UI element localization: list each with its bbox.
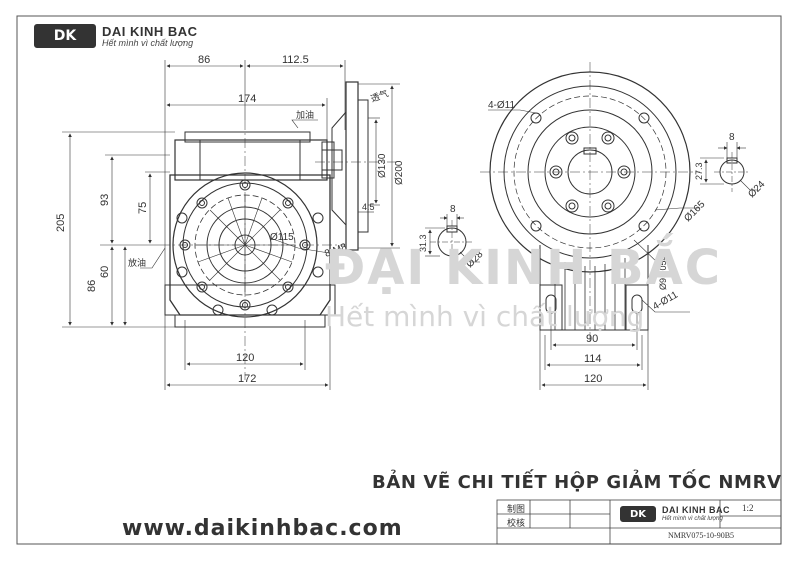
title-block-scale: 1:2 — [742, 503, 754, 513]
dim-75: 75 — [137, 202, 149, 214]
dim-31-3: 31.3 — [418, 234, 428, 252]
dim-27-3: 27.3 — [694, 162, 704, 180]
title-block-drawing-number: NMRV075-10-90B5 — [668, 531, 735, 540]
front-dimension-lines — [62, 60, 346, 390]
label-oil-fill: 加油 — [296, 109, 314, 120]
title-block — [496, 499, 782, 545]
dim-93: 93 — [99, 194, 111, 206]
dim-112-5: 112.5 — [282, 54, 309, 66]
side-view — [315, 81, 400, 251]
side-dimension-lines — [345, 83, 400, 249]
dim-172: 172 — [238, 373, 256, 385]
brand-slogan: Hết mình vì chất lượng — [102, 37, 194, 48]
dim-120-front: 120 — [236, 352, 254, 364]
title-block-row2-label: 校核 — [507, 518, 526, 528]
dim-d200: Ø200 — [394, 160, 405, 185]
title-block-logo: DK DAI KINH BAC Hết mình vì chất lượng — [620, 506, 730, 522]
dim-174: 174 — [238, 93, 256, 105]
shaft-key-detail — [430, 220, 474, 265]
brand-logo: DK DAI KINH BAC Hết mình vì chất lượng — [34, 24, 198, 48]
dimension-labels: 86 112.5 174 205 93 75 86 60 120 172 加油 … — [55, 54, 768, 385]
dim-d130: Ø130 — [377, 153, 388, 178]
dim-d95: Ø95.054 — [658, 255, 668, 290]
label-4-d11-top: 4-Ø11 — [488, 100, 515, 111]
dim-d24: Ø24 — [746, 179, 767, 200]
dim-key-8-left: 8 — [450, 204, 456, 215]
dim-90: 90 — [586, 333, 598, 345]
dim-60: 60 — [99, 266, 111, 278]
dim-114: 114 — [584, 353, 602, 365]
front-view — [160, 120, 345, 380]
brand-name: DAI KINH BAC — [102, 23, 198, 39]
dim-d165: Ø165 — [682, 199, 707, 224]
label-4-d11-base: 4-Ø11 — [651, 289, 680, 312]
dim-d28: Ø28 — [464, 249, 485, 270]
label-bore-115: Ø115 — [270, 232, 294, 243]
drawing-border — [16, 15, 782, 545]
logo-mark-icon: DK — [34, 24, 96, 48]
dim-205: 205 — [55, 214, 67, 232]
right-dimension-lines — [488, 109, 758, 390]
website-url: www.daikinhbac.com — [122, 516, 403, 541]
dim-86-left: 86 — [86, 280, 98, 292]
dim-86-top: 86 — [198, 54, 210, 66]
dim-120-right: 120 — [584, 373, 602, 385]
title-block-brand-slogan: Hết mình vì chất lượng — [662, 516, 723, 522]
right-shaft-detail — [714, 152, 750, 192]
dim-4-5: 4.5 — [362, 202, 375, 212]
right-view — [480, 62, 700, 345]
dim-key-8-right: 8 — [729, 132, 735, 143]
title-block-logo-icon: DK — [620, 506, 656, 522]
drawing-title: BẢN VẼ CHI TIẾT HỘP GIẢM TỐC NMRV — [372, 472, 782, 493]
label-oil-drain: 放油 — [128, 257, 146, 268]
title-block-brand-name: DAI KINH BAC — [662, 505, 730, 515]
label-vent: 透气 — [369, 87, 390, 103]
shaft-key-dimension-lines — [425, 214, 480, 263]
title-block-row1-label: 制图 — [507, 504, 526, 514]
label-8-m8: 8-M8 — [323, 242, 349, 260]
